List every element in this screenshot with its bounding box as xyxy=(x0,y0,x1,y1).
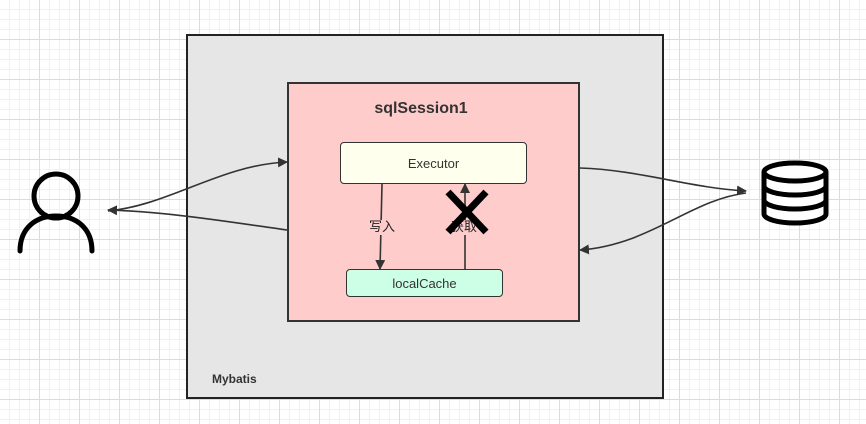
executor-label: Executor xyxy=(407,155,460,171)
localcache-node: localCache xyxy=(346,269,503,297)
session-to-database-edge xyxy=(579,167,747,196)
session-to-user-edge xyxy=(107,205,288,231)
sqlsession-title: sqlSession1 xyxy=(374,100,468,117)
database-to-session-edge xyxy=(579,192,747,255)
database-icon xyxy=(761,160,829,226)
executor-node: Executor xyxy=(340,142,527,184)
mybatis-label: Mybatis xyxy=(212,372,257,386)
user-to-session-edge xyxy=(107,157,288,212)
localcache-label: localCache xyxy=(392,275,457,291)
write-edge-label: 写入 xyxy=(368,220,397,235)
cross-icon xyxy=(445,189,489,235)
user-icon xyxy=(17,171,95,254)
